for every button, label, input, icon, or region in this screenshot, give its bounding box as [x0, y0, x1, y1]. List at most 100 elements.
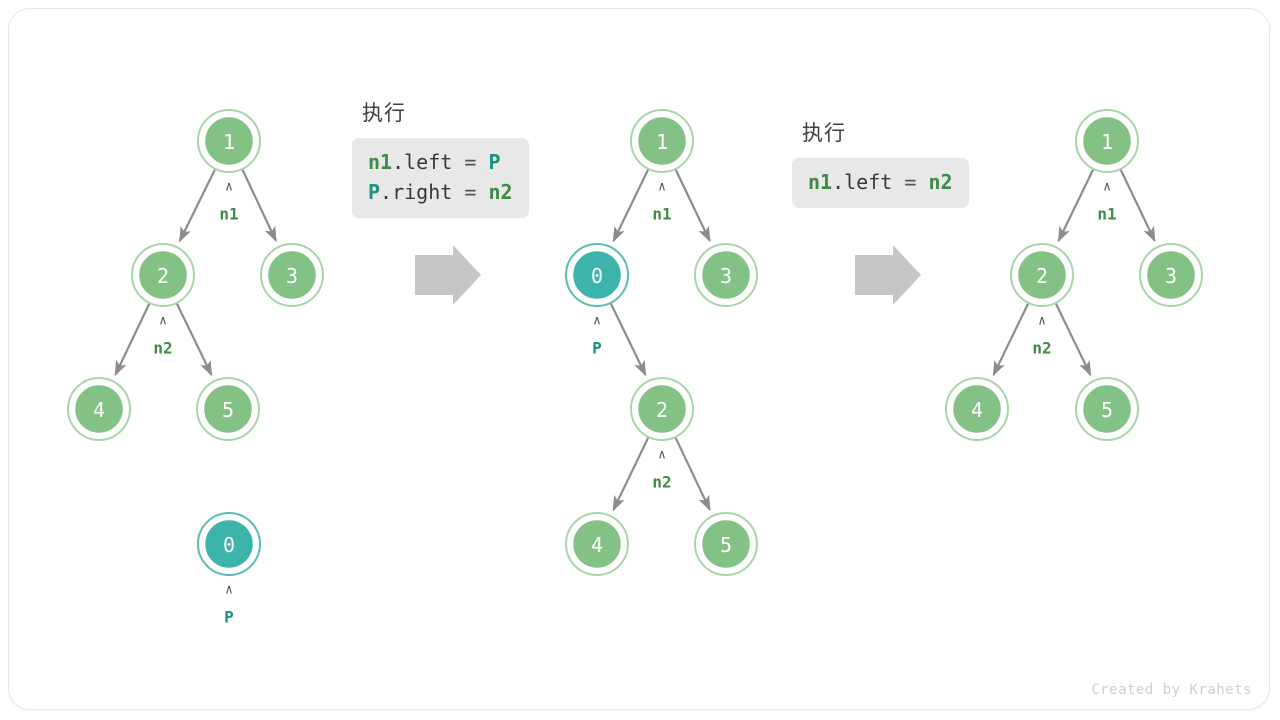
- node-circle: [635, 114, 689, 168]
- node-ring: [694, 243, 758, 307]
- node-circle: [570, 517, 624, 571]
- code-token: n1: [368, 150, 393, 174]
- tree-edge: [612, 169, 650, 243]
- tree-edge: [178, 169, 216, 243]
- tree-node: 5: [196, 377, 260, 441]
- tree-node: 2: [131, 243, 195, 307]
- watermark-credit: Created by Krahets: [1091, 682, 1252, 698]
- tree-edge: [1054, 303, 1092, 377]
- node-value: 1: [1101, 130, 1113, 154]
- tree-node: 1: [1075, 109, 1139, 173]
- node-value: 1: [223, 130, 235, 154]
- tree-edge: [241, 169, 277, 243]
- pointer-label: P: [592, 339, 602, 358]
- node-ring: [197, 512, 261, 576]
- pointer-label: n2: [652, 473, 671, 492]
- node-circle: [1080, 382, 1134, 436]
- node-value: 3: [720, 264, 732, 288]
- node-ring: [260, 243, 324, 307]
- node-value: 1: [656, 130, 668, 154]
- pointer-annotation-n1: ∧n1: [1097, 180, 1116, 224]
- node-ring: [1010, 243, 1074, 307]
- tree-node: 3: [694, 243, 758, 307]
- code-token: .right: [380, 180, 465, 204]
- tree-node: 5: [694, 512, 758, 576]
- node-circle: [950, 382, 1004, 436]
- node-ring: [67, 377, 131, 441]
- tree-node: 4: [565, 512, 629, 576]
- pointer-annotation-n2: ∧ n2: [1032, 314, 1051, 358]
- node-value: 3: [1165, 264, 1177, 288]
- step-arrow-icon: [855, 245, 921, 305]
- node-circle: [570, 248, 624, 302]
- node-value: 2: [656, 398, 668, 422]
- node-value: 5: [222, 398, 234, 422]
- caret-icon: ∧: [225, 180, 233, 195]
- exec-label: 执行: [802, 122, 846, 145]
- node-ring: [1075, 377, 1139, 441]
- caret-icon: ∧: [658, 180, 666, 195]
- node-value: 0: [591, 264, 603, 288]
- code-token: P: [488, 150, 501, 174]
- node-ring: [1139, 243, 1203, 307]
- node-circle: [699, 517, 753, 571]
- code-token: .left: [392, 150, 465, 174]
- node-ring: [1075, 109, 1139, 173]
- tree-edge: [674, 437, 711, 512]
- caret-icon: ∧: [1038, 314, 1046, 329]
- pointer-label: n2: [1032, 339, 1051, 358]
- node-circle: [1144, 248, 1198, 302]
- code-line: P.right = n2: [368, 177, 513, 207]
- tree-node: 3: [1139, 243, 1203, 307]
- pointer-label: n1: [219, 205, 238, 224]
- node-ring: [197, 109, 261, 173]
- caret-icon: ∧: [593, 314, 601, 329]
- code-token: P: [368, 180, 381, 204]
- pointer-label: n2: [153, 339, 172, 358]
- caret-icon: ∧: [159, 314, 167, 329]
- node-value: 4: [93, 398, 105, 422]
- node-value: 2: [157, 264, 169, 288]
- tree-edge: [114, 303, 151, 377]
- caret-icon: ∧: [225, 583, 233, 598]
- tree-node: 4: [67, 377, 131, 441]
- exec-label: 执行: [362, 102, 406, 125]
- node-ring: [196, 377, 260, 441]
- tree-edge: [612, 437, 650, 512]
- code-token: =: [464, 150, 489, 174]
- tree-node: 2: [630, 377, 694, 441]
- pointer-label: n1: [652, 205, 671, 224]
- node-ring: [630, 109, 694, 173]
- tree-edges-layer: [114, 169, 1156, 512]
- tree-node: 5: [1075, 377, 1139, 441]
- code-token: .left: [832, 170, 905, 194]
- tree-nodes-layer: 1 2 3 4 5 0 1 0 3 2 4 5 1 2 3 4 5: [67, 109, 1203, 576]
- node-circle: [136, 248, 190, 302]
- tree-node: 1: [197, 109, 261, 173]
- caret-icon: ∧: [658, 448, 666, 463]
- tree-edge: [992, 303, 1030, 377]
- code-token: n1: [808, 170, 833, 194]
- code-line: n1.left = n2: [808, 167, 953, 197]
- node-value: 0: [223, 533, 235, 557]
- node-circle: [265, 248, 319, 302]
- node-circle: [1015, 248, 1069, 302]
- pointer-annotation-n2: ∧ n2: [153, 314, 172, 358]
- node-value: 2: [1036, 264, 1048, 288]
- tree-node: 2: [1010, 243, 1074, 307]
- pointer-labels-layer: ∧n1∧n2∧P∧n1∧P∧n2∧n1∧n2: [153, 180, 1116, 627]
- pointer-annotation-P: ∧P: [224, 583, 234, 627]
- step-arrow-icon: [415, 245, 481, 305]
- node-circle: [202, 517, 256, 571]
- tree-node: 4: [945, 377, 1009, 441]
- node-ring: [565, 512, 629, 576]
- pointer-label: P: [224, 608, 234, 627]
- node-ring: [945, 377, 1009, 441]
- node-ring: [565, 243, 629, 307]
- code-token: n2: [488, 180, 513, 204]
- node-value: 3: [286, 264, 298, 288]
- pointer-label: n1: [1097, 205, 1116, 224]
- step-arrows-layer: [415, 245, 921, 305]
